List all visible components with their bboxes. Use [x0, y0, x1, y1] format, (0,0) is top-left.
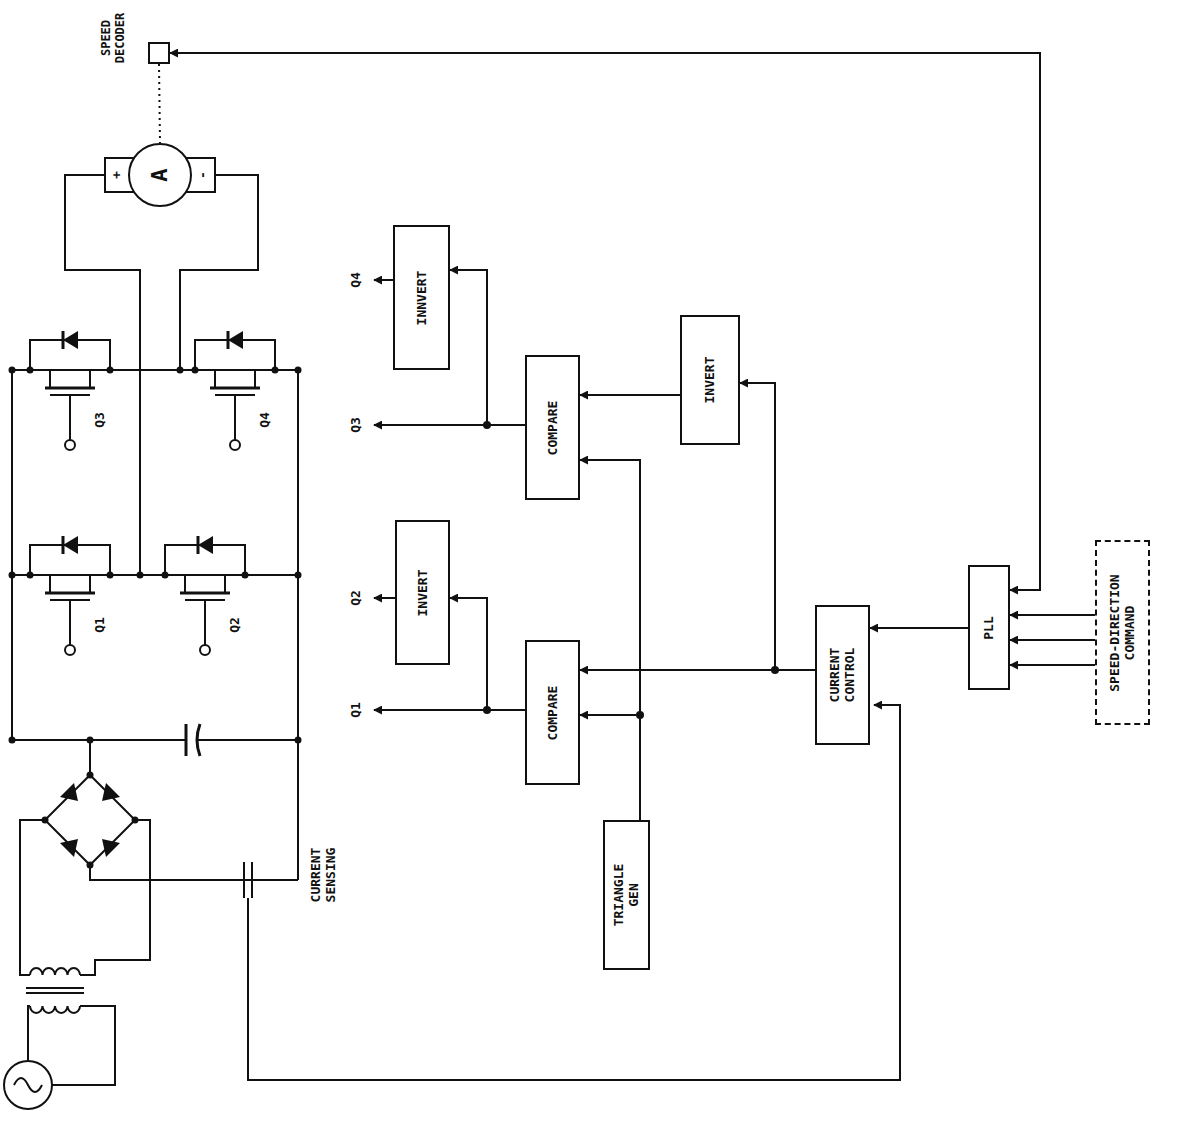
- signal-connector: [580, 394, 680, 396]
- node-text: COMPARE: [545, 400, 560, 455]
- compare-box: COMPARE: [525, 640, 580, 785]
- mosfet-symbol: [27, 331, 114, 450]
- signal-name: Q4: [349, 272, 364, 288]
- node-text: PLL: [982, 616, 997, 639]
- node-text: SPEED DECODER: [100, 8, 128, 68]
- signal-connector: [170, 53, 1040, 590]
- signal-connector: [1010, 614, 1095, 616]
- signal-name: Q1: [349, 702, 364, 718]
- node-text: INNVERT: [414, 270, 429, 325]
- node-text: COMPARE: [545, 685, 560, 740]
- signal-connector: [159, 64, 160, 143]
- compare-box: COMPARE: [525, 355, 580, 500]
- signal-connector: [580, 460, 640, 820]
- invert-box: INVERT: [680, 315, 740, 445]
- power-stage: [4, 158, 900, 1109]
- invert-box: INNVERT: [393, 225, 450, 370]
- node-text: TRIANGLE GEN: [612, 850, 642, 940]
- signal-name: Q2: [349, 590, 364, 606]
- sensor-label: CURRENT SENSING: [309, 840, 339, 910]
- transistor-label: Q1: [93, 617, 108, 633]
- motor-symbol: A: [128, 143, 192, 207]
- signal-connector: [740, 383, 815, 670]
- node-text: SPEED-DIRECTION COMMAND: [1108, 558, 1138, 708]
- transistor-label: Q4: [258, 412, 273, 428]
- signal-connector: [1010, 664, 1095, 666]
- invert-box: INVERT: [395, 520, 450, 665]
- signal-connector: [870, 627, 968, 629]
- triangle-generator-box: TRIANGLE GEN: [603, 820, 650, 970]
- terminal-sign: +: [110, 171, 125, 179]
- node-text: A: [147, 168, 172, 181]
- signal-connector: [1010, 639, 1095, 641]
- transistor-label: Q3: [93, 412, 108, 428]
- speed-decoder-box: SPEED DECODER: [148, 42, 170, 64]
- signal-connector: [450, 598, 525, 710]
- signal-connector: [580, 715, 640, 820]
- mosfet-symbol: [162, 536, 249, 655]
- current-control-box: CURRENT CONTROL: [815, 605, 870, 745]
- transistor-label: Q2: [228, 617, 243, 633]
- mosfet-symbol: [27, 536, 114, 655]
- bridge-rectifier: [45, 775, 135, 865]
- command-box: SPEED-DIRECTION COMMAND: [1095, 540, 1150, 725]
- terminal-sign: -: [196, 171, 211, 179]
- node-text: CURRENT CONTROL: [828, 635, 858, 715]
- mosfet-symbol: [192, 331, 279, 450]
- signal-name: Q3: [349, 417, 364, 433]
- node-text: INVERT: [415, 569, 430, 616]
- pll-box: PLL: [968, 565, 1010, 690]
- signal-connector: [450, 270, 525, 425]
- ac-source: [4, 1061, 52, 1109]
- node-text: INVERT: [703, 357, 718, 404]
